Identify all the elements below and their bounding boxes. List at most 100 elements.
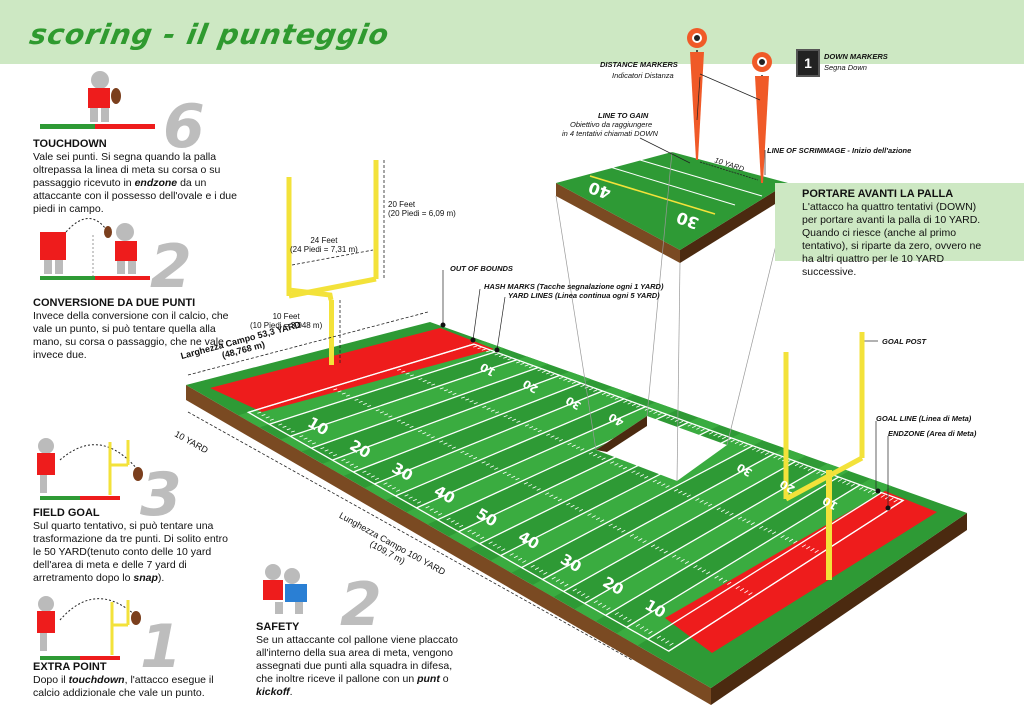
hash-mark (867, 489, 873, 493)
endzone-right (665, 491, 937, 653)
fieldgoal-title: FIELD GOAL (33, 507, 100, 519)
hash-mark (889, 497, 894, 501)
hash-mark (414, 376, 419, 379)
hash-mark (863, 488, 868, 492)
leader-lines (442, 73, 889, 508)
hash-mark (625, 531, 630, 535)
conversion-illustration (40, 218, 150, 280)
hash-mark (799, 464, 804, 468)
hash-mark (452, 392, 457, 395)
hash-mark (880, 494, 885, 498)
hash-mark (701, 569, 706, 573)
hash-mark (576, 590, 582, 594)
hash-mark (769, 453, 774, 457)
hash-mark (797, 542, 802, 546)
hash-mark (669, 487, 674, 490)
hash-mark (697, 567, 702, 571)
hash-mark (475, 534, 481, 537)
hash-mark (629, 533, 634, 537)
hash-mark (713, 433, 718, 437)
hash-mark (422, 432, 427, 435)
hash-mark (481, 348, 486, 351)
line-of-scrimmage-label: LINE OF SCRIMMAGE - Inizio dell'azione (767, 146, 912, 155)
hash-mark (602, 605, 607, 608)
hash-mark (593, 453, 598, 457)
hash-mark (750, 522, 755, 526)
hash-mark (588, 387, 593, 391)
hash-mark (584, 450, 589, 453)
yard-line (269, 351, 496, 425)
hash-mark (649, 409, 654, 413)
hash-mark (718, 577, 723, 581)
extrapoint-illustration (37, 596, 141, 660)
hash-mark (627, 619, 632, 623)
info-title: PORTARE AVANTI LA PALLA (802, 188, 954, 200)
hash-mark (549, 494, 554, 498)
hash-mark (578, 509, 584, 512)
yard-line (521, 445, 754, 569)
hash-mark (610, 461, 615, 464)
hash-mark (794, 463, 800, 467)
hash-mark (687, 424, 692, 427)
yard-line (584, 468, 818, 604)
yard-lines-label: YARD LINES (Linea continua ogni 5 YARD) (508, 291, 660, 300)
hash-mark (405, 372, 410, 375)
hash-mark (550, 373, 555, 376)
hash-mark (700, 428, 705, 432)
hash-mark (391, 487, 396, 490)
hash-mark (636, 405, 641, 408)
yard-line (290, 359, 518, 437)
hash-mark (465, 398, 470, 401)
goal-post-label: GOAL POST (882, 337, 927, 346)
goal-line-label: GOAL LINE (Linea di Meta) (876, 414, 972, 423)
hash-mark (606, 607, 611, 611)
hash-mark (721, 436, 727, 440)
yard-line (311, 366, 539, 449)
hash-mark (657, 413, 662, 416)
hash-mark (496, 546, 502, 549)
hash-mark (576, 446, 581, 449)
down-marker-box: 1 (796, 49, 820, 77)
hash-mark (780, 535, 785, 539)
hash-mark (635, 472, 640, 475)
hash-mark (580, 384, 585, 388)
hash-mark (608, 523, 613, 527)
safety-illustration (263, 564, 307, 614)
hash-mark (621, 529, 626, 533)
hash-mark (387, 484, 392, 488)
hash-mark (358, 400, 363, 403)
hash-mark (367, 405, 372, 408)
hash-mark (661, 414, 666, 418)
hash-mark (451, 446, 456, 449)
hash-mark (727, 581, 732, 585)
hash-mark (461, 396, 465, 399)
hash-mark (401, 370, 406, 373)
hash-mark (412, 498, 417, 502)
hash-mark (665, 640, 670, 644)
hash-mark (631, 470, 636, 474)
hash-mark (759, 525, 764, 529)
hash-mark (320, 447, 325, 450)
hash-mark (503, 356, 508, 359)
hash-mark (546, 372, 551, 375)
hash-mark (790, 461, 795, 465)
hash-mark (669, 642, 674, 646)
hash-mark (526, 562, 531, 566)
hash-mark (560, 581, 565, 585)
hash-mark (486, 350, 490, 353)
hash-mark (494, 467, 499, 470)
hash-mark (366, 472, 371, 476)
hash-mark (435, 385, 440, 388)
hash-mark (516, 361, 521, 364)
hash-mark (663, 550, 668, 554)
hash-mark (558, 376, 563, 380)
hash-mark (788, 538, 794, 542)
hash-mark (623, 400, 628, 403)
hash-mark (486, 407, 491, 410)
hash-mark (735, 585, 740, 590)
hash-mark (511, 359, 516, 362)
hash-mark (665, 485, 670, 488)
hash-mark (426, 381, 431, 384)
hash-mark (482, 405, 487, 408)
